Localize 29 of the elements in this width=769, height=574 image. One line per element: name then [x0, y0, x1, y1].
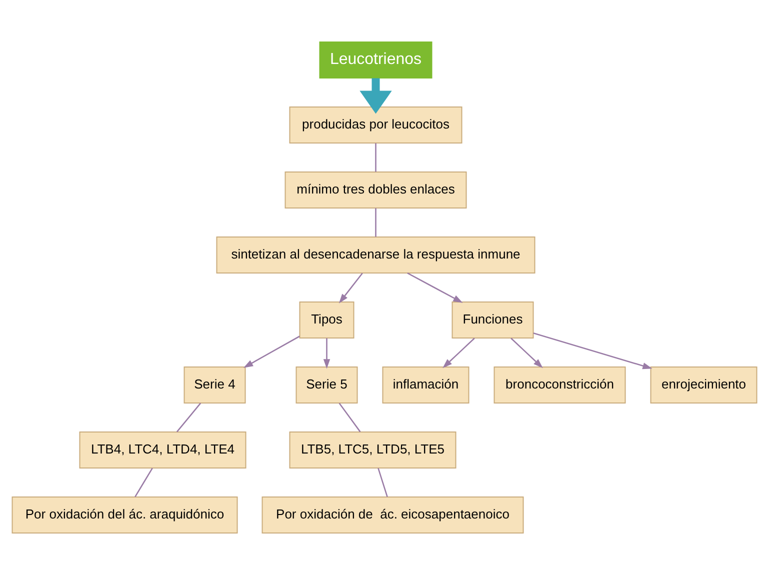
node-box: LTB5, LTC5, LTD5, LTE5: [289, 431, 456, 468]
connector: [378, 468, 388, 496]
node-box: sintetizan al desencadenarse la respuesta inmune: [216, 236, 536, 273]
node-box: Tipos: [299, 301, 354, 338]
connector: [176, 402, 202, 432]
node-box: Serie 4: [184, 366, 246, 403]
node-box: Serie 5: [296, 366, 358, 403]
node-box: LTB4, LTC4, LTD4, LTE4: [79, 431, 246, 468]
arrow: [407, 272, 463, 302]
node-box: mínimo tres dobles enlaces: [284, 171, 467, 208]
connector: [375, 142, 376, 172]
arrow: [442, 337, 475, 368]
node-box: Por oxidación de ác. eicosapentaenoico: [262, 496, 524, 533]
node-box: Funciones: [452, 301, 534, 338]
arrow: [533, 332, 652, 369]
connector: [375, 208, 376, 236]
node-box: producidas por leucocitos: [289, 106, 462, 143]
node-box: broncoconstricción: [494, 366, 626, 403]
node-box: Por oxidación del ác. araquidónico: [12, 496, 238, 533]
node-box: enrojecimiento: [650, 366, 758, 403]
connector: [338, 402, 361, 432]
arrow: [338, 272, 363, 303]
arrow: [360, 78, 392, 114]
connector: [134, 467, 153, 497]
node-box: Leucotrienos: [319, 41, 432, 78]
node-box: inflamación: [382, 366, 470, 403]
arrow: [323, 338, 330, 368]
arrow: [510, 337, 543, 368]
arrow: [243, 335, 300, 368]
